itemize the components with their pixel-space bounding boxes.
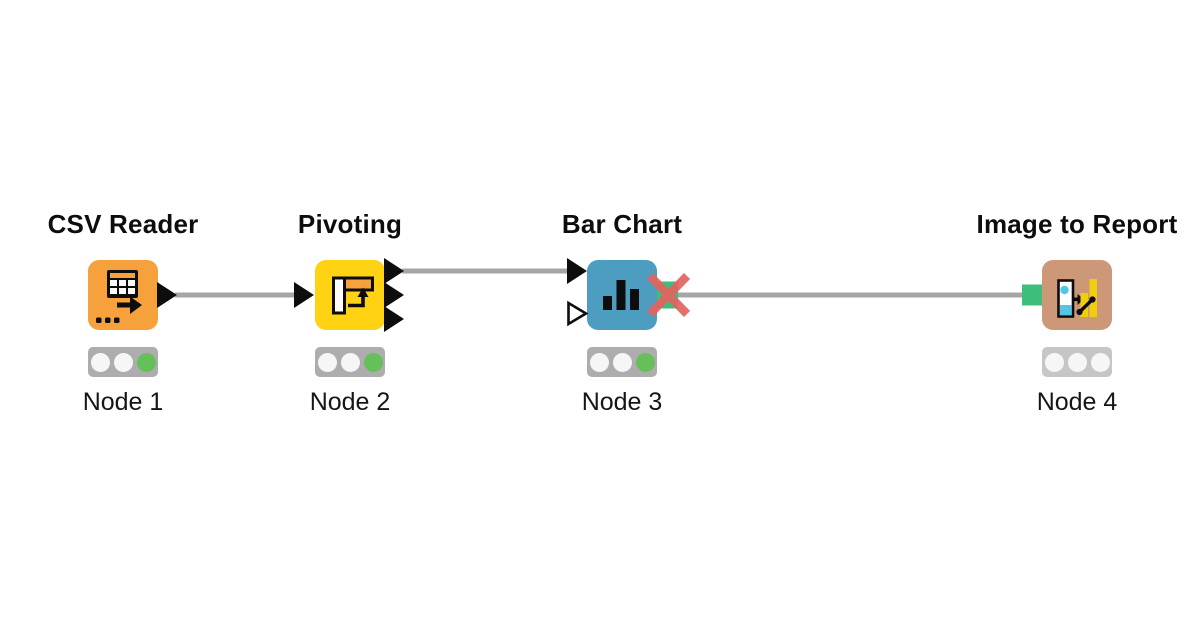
input-port-triangle-node2[interactable] — [294, 282, 314, 308]
traffic-light-node3 — [587, 347, 657, 377]
status-light — [1044, 352, 1064, 372]
status-light — [1090, 352, 1110, 372]
traffic-light-node4 — [1042, 347, 1112, 377]
optional-input-port-triangle-node3[interactable] — [567, 300, 589, 327]
status-light — [136, 352, 156, 372]
output-port-triangle-node1[interactable] — [157, 282, 177, 308]
output-port-triangle-node2-2[interactable] — [384, 282, 404, 308]
output-port-triangle-node2-1[interactable] — [384, 258, 404, 284]
bar-chart-icon — [603, 280, 639, 310]
status-light — [340, 352, 360, 372]
output-port-triangle-node2-3[interactable] — [384, 306, 404, 332]
node-title-image-to-report: Image to Report — [976, 209, 1178, 239]
node-title-csv-reader: CSV Reader — [47, 209, 199, 239]
node-label-3: Node 3 — [581, 388, 663, 416]
node-label-1: Node 1 — [82, 388, 164, 416]
image-output-port-node3[interactable] — [657, 281, 678, 309]
pivot-icon — [332, 276, 374, 315]
node-csv-reader[interactable] — [88, 260, 158, 330]
node-title-pivoting: Pivoting — [297, 209, 403, 239]
traffic-light-node2 — [315, 347, 385, 377]
node-label-4: Node 4 — [1036, 388, 1118, 416]
traffic-light-node1 — [88, 347, 158, 377]
csv-table-with-arrow-icon — [96, 270, 142, 323]
input-port-triangle-node3[interactable] — [567, 258, 587, 284]
node-label-2: Node 2 — [309, 388, 391, 416]
status-light — [612, 352, 632, 372]
status-light — [90, 352, 110, 372]
node-bar-chart[interactable] — [587, 260, 657, 330]
image-input-port-node4[interactable] — [1022, 284, 1042, 306]
status-light — [317, 352, 337, 372]
status-light — [363, 352, 383, 372]
node-image-to-report[interactable] — [1042, 260, 1112, 330]
status-light — [113, 352, 133, 372]
node-pivoting[interactable] — [315, 260, 385, 330]
status-light — [1067, 352, 1087, 372]
status-light — [635, 352, 655, 372]
image-to-report-icon — [1057, 279, 1097, 318]
node-title-bar-chart: Bar Chart — [561, 209, 683, 239]
status-light — [589, 352, 609, 372]
